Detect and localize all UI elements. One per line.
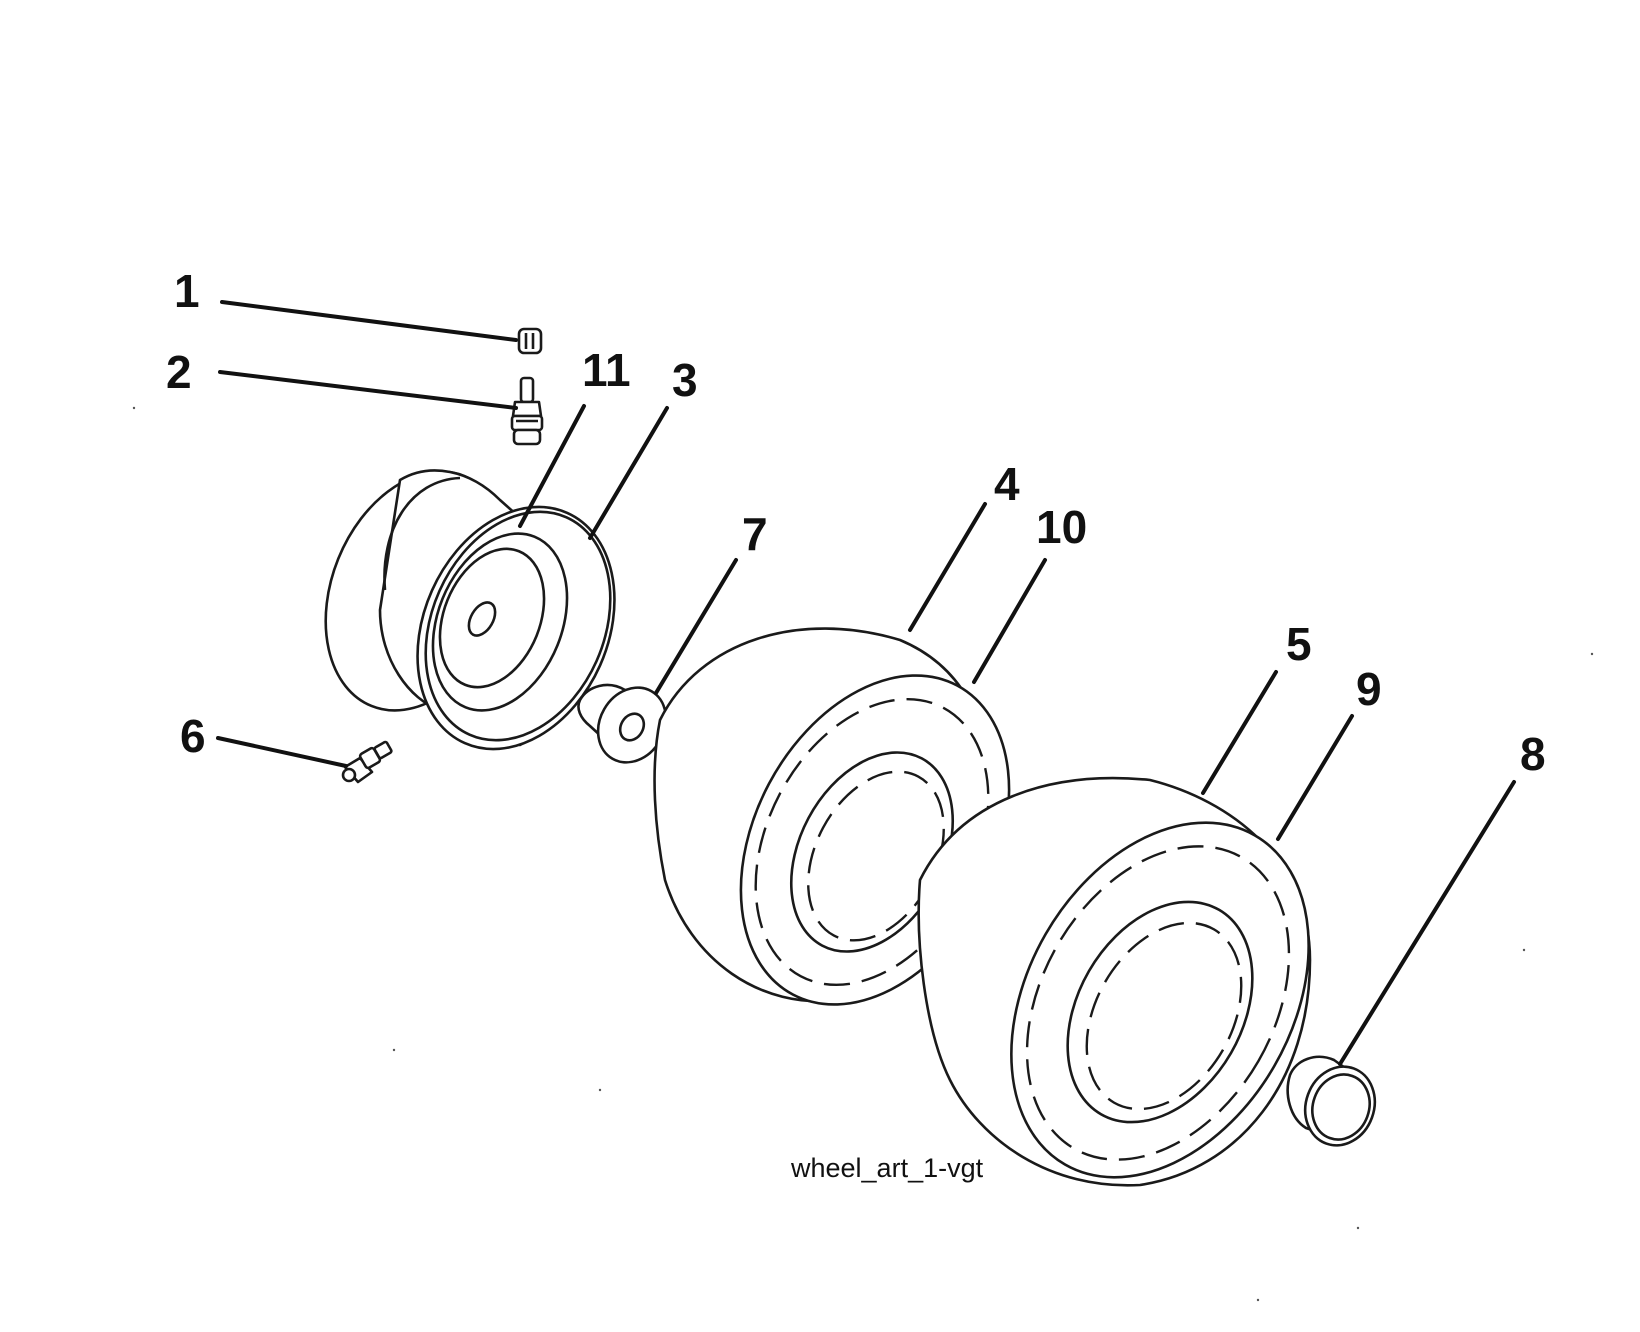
hub-cap-part: [1286, 1055, 1377, 1147]
leader-line-9: [1276, 714, 1354, 841]
leader-line-4: [908, 502, 987, 632]
callout-2: 2: [166, 346, 192, 398]
callout-7: 7: [742, 508, 768, 560]
rear-tire-part: [917, 776, 1312, 1187]
leader-line-11: [518, 404, 586, 528]
grease-fitting-part: [341, 740, 393, 784]
callout-10: 10: [1036, 501, 1087, 553]
callout-1: 1: [174, 265, 200, 317]
leader-line-3: [588, 406, 669, 540]
leader-line-7: [654, 558, 738, 695]
callout-4: 4: [994, 458, 1020, 510]
leader-line-1: [220, 300, 518, 342]
leader-line-10: [972, 558, 1047, 684]
flange-bushing-part: [577, 683, 668, 764]
leader-line-2: [218, 370, 518, 410]
callout-3: 3: [672, 354, 698, 406]
callout-8: 8: [1520, 728, 1546, 780]
wheel-rim-part: [324, 469, 616, 751]
valve-stem-part: [510, 376, 544, 446]
leader-line-8: [1338, 780, 1516, 1066]
callout-9: 9: [1356, 663, 1382, 715]
callout-5: 5: [1286, 618, 1312, 670]
leader-line-6: [216, 736, 348, 768]
callout-11: 11: [582, 344, 631, 396]
diagram-caption: wheel_art_1-vgt: [790, 1153, 984, 1183]
valve-cap-part: [517, 327, 543, 355]
callout-6: 6: [180, 710, 206, 762]
leader-line-5: [1201, 670, 1278, 795]
